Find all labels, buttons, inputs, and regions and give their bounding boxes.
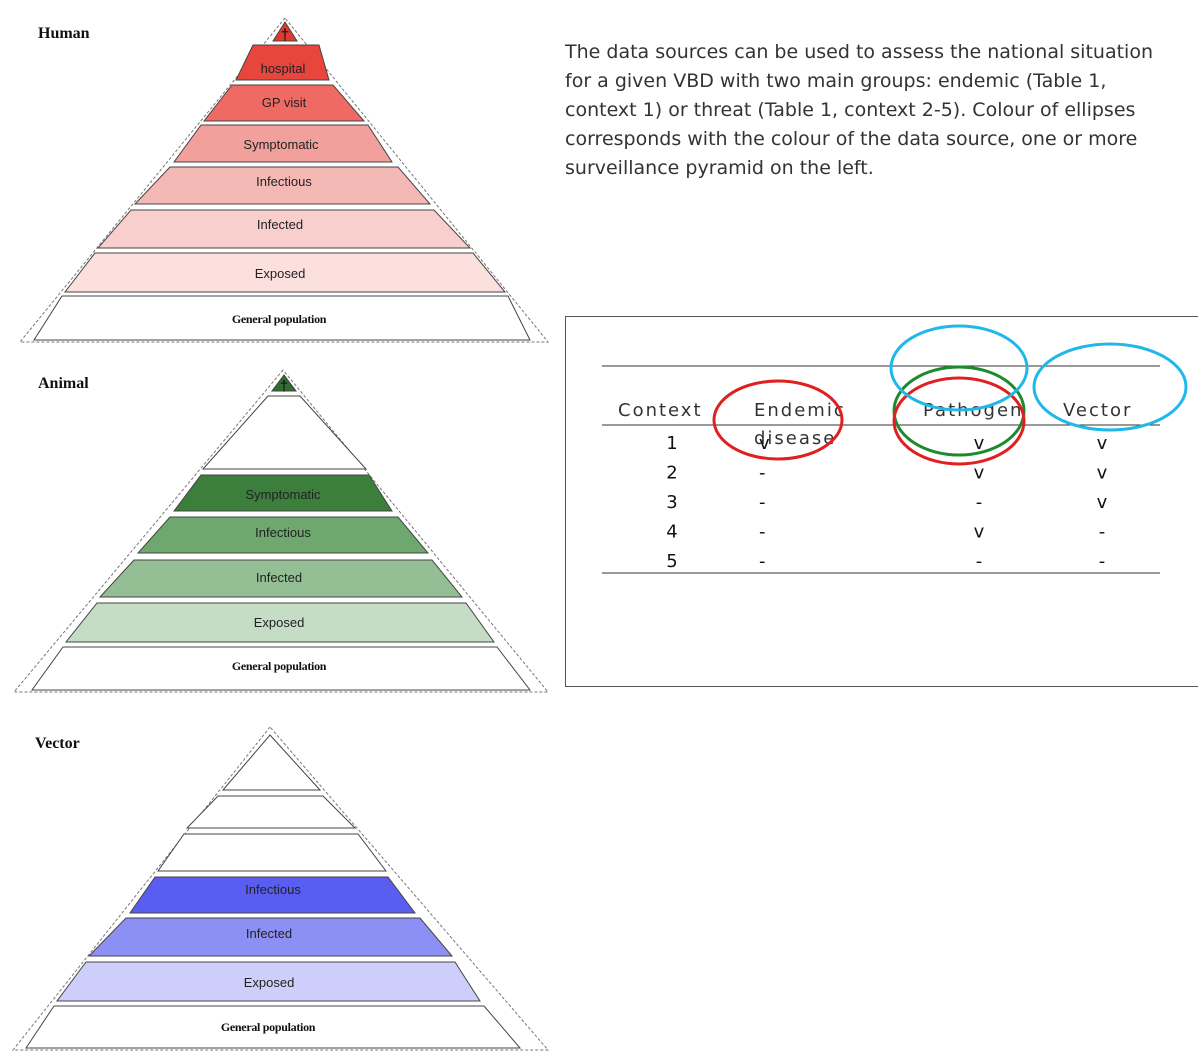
table-cell: 5 xyxy=(666,551,677,572)
vector-band-label: General population xyxy=(221,1020,316,1034)
animal-band-label: Infectious xyxy=(255,525,311,540)
animal-band-label: Infected xyxy=(256,570,302,585)
table-cell: v xyxy=(974,463,985,484)
header-endemic-disease: Endemic disease xyxy=(754,400,853,449)
context-table: Context Endemic disease Pathogen Vector … xyxy=(602,324,1188,574)
table-cell: - xyxy=(759,492,766,513)
vector-band-label: Infected xyxy=(246,926,292,941)
animal-pyramid-outline xyxy=(12,369,550,693)
vector-band-label: Exposed xyxy=(244,975,295,990)
human-band-infected xyxy=(96,209,472,249)
table-cell: 3 xyxy=(666,492,677,513)
animal-pyramid: Animal † Symptomatic Infectious Infected… xyxy=(12,369,550,693)
human-apex xyxy=(272,21,298,42)
human-band-general-population xyxy=(33,295,531,341)
human-pyramid-title: Human xyxy=(38,25,90,42)
human-band-gp-visit xyxy=(202,84,366,122)
human-band-label: General population xyxy=(232,312,327,326)
table-cell: 4 xyxy=(666,522,677,543)
table-cell: 2 xyxy=(666,463,677,484)
human-band-exposed xyxy=(63,252,507,293)
animal-band-infectious xyxy=(136,516,430,554)
human-band-symptomatic xyxy=(173,124,393,163)
animal-band-label: General population xyxy=(232,659,327,673)
human-band-infectious xyxy=(133,166,432,205)
human-pyramid: Human † hospital GP visit Symptomatic In… xyxy=(18,17,550,343)
table-cell: - xyxy=(1099,522,1106,543)
vector-band-infected xyxy=(87,917,454,957)
animal-band-symptomatic xyxy=(173,474,393,512)
table-cell: - xyxy=(759,522,766,543)
vector-band-top xyxy=(221,734,322,791)
vector-cyan-ellipse xyxy=(1032,342,1188,432)
human-apex-cross-icon: † xyxy=(281,27,290,44)
human-band-label: Exposed xyxy=(255,266,306,281)
table-cell: 1 xyxy=(666,433,677,454)
animal-band-label: Exposed xyxy=(254,615,305,630)
table-cell: - xyxy=(976,492,983,513)
vector-band-empty xyxy=(157,833,388,872)
animal-apex-cross-icon: † xyxy=(280,378,288,395)
animal-band-exposed xyxy=(64,602,495,643)
table-cell: v xyxy=(974,433,985,454)
vector-band-general-population xyxy=(25,1005,522,1049)
vector-pyramid-title: Vector xyxy=(35,735,80,752)
human-band-label: Symptomatic xyxy=(243,137,319,152)
vector-pyramid: Vector Infectious Infected Exposed Gener… xyxy=(11,726,550,1051)
human-band-label: hospital xyxy=(261,61,306,76)
vector-band-label: Infectious xyxy=(245,882,301,897)
human-band-label: Infected xyxy=(257,217,303,232)
vector-band-infectious xyxy=(129,876,416,914)
vector-pyramid-outline xyxy=(11,726,550,1051)
pathogen-green-ellipse xyxy=(892,365,1026,457)
vector-band-empty xyxy=(185,795,357,829)
pathogen-cyan-ellipse xyxy=(889,324,1029,412)
table-cell: - xyxy=(759,463,766,484)
animal-pyramid-title: Animal xyxy=(38,375,89,392)
header-context: Context xyxy=(618,400,703,421)
human-band-label: Infectious xyxy=(256,174,312,189)
table-cell: v xyxy=(1097,433,1108,454)
table-cell: v xyxy=(974,522,985,543)
table-cell: v xyxy=(1097,463,1108,484)
animal-band-empty xyxy=(201,395,368,470)
surveillance-pyramids: Human † hospital GP visit Symptomatic In… xyxy=(11,17,550,1051)
table-cell: - xyxy=(976,551,983,572)
animal-band-infected xyxy=(98,559,464,598)
header-vector: Vector xyxy=(1063,400,1132,421)
human-pyramid-outline xyxy=(18,17,550,343)
table-cell: - xyxy=(759,551,766,572)
animal-apex xyxy=(271,374,297,392)
animal-band-label: Symptomatic xyxy=(245,487,321,502)
animal-band-general-population xyxy=(31,646,532,691)
description-text: The data sources can be used to assess t… xyxy=(565,41,1153,179)
pathogen-red-ellipse xyxy=(892,376,1026,466)
vector-band-exposed xyxy=(56,961,481,1002)
table-cell: v xyxy=(1097,492,1108,513)
endemic-red-ellipse xyxy=(712,379,844,461)
table-cell: - xyxy=(1099,551,1106,572)
table-cell: v xyxy=(759,433,770,454)
context-table-box: Context Endemic disease Pathogen Vector … xyxy=(565,316,1198,687)
human-band-hospital xyxy=(235,44,330,81)
human-band-label: GP visit xyxy=(262,95,307,110)
